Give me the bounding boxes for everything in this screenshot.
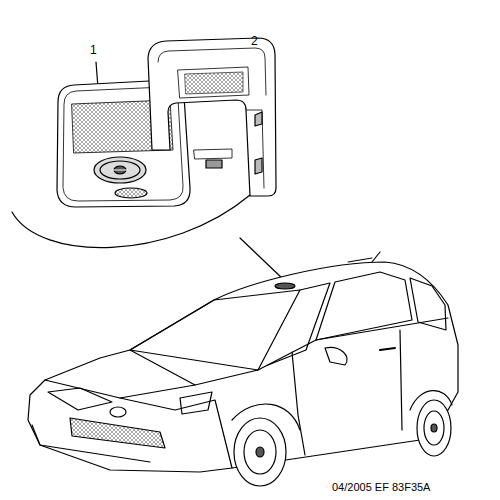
lamp-position — [275, 283, 295, 289]
leader-line — [372, 252, 380, 262]
detail-leader — [240, 238, 284, 280]
rear-wheel — [417, 400, 451, 456]
side-window — [316, 272, 412, 340]
front-wheel — [234, 418, 286, 486]
rear-window — [410, 278, 446, 330]
callout-number: 1 — [90, 44, 97, 56]
reference-code: 04/2005 EF 83F35A — [332, 482, 430, 493]
grille — [70, 418, 165, 448]
headlight — [180, 392, 212, 414]
callout-number: 2 — [251, 35, 258, 47]
windshield — [130, 290, 300, 370]
headlight — [48, 388, 112, 410]
lamp-frame — [148, 38, 276, 196]
roof-antenna — [348, 258, 372, 262]
door-line — [292, 352, 305, 455]
car — [28, 258, 458, 486]
hood-line — [130, 350, 258, 385]
mirror — [325, 347, 347, 365]
